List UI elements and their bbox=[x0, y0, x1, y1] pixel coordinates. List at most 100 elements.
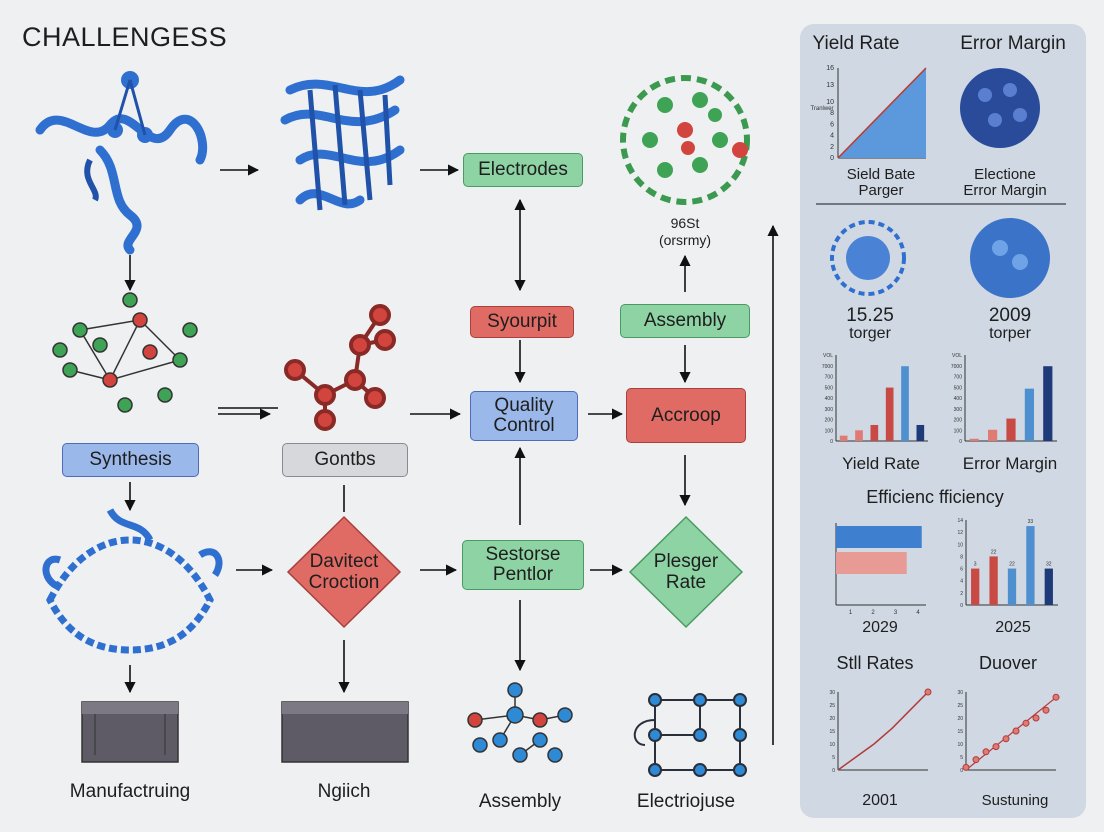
growth-bar-tick: 0 bbox=[960, 603, 963, 609]
yield-bar-tick: 300 bbox=[825, 407, 834, 413]
error-bar-tick: 300 bbox=[954, 407, 963, 413]
synthesis-node[interactable]: Synthesis bbox=[62, 443, 199, 477]
polymer-chain-icon bbox=[42, 508, 223, 654]
error-bar-bar bbox=[988, 429, 998, 441]
error-bar-bar bbox=[1043, 366, 1053, 441]
efficiency-hbar-tick: 1 bbox=[849, 610, 853, 616]
yield-bar-bar bbox=[839, 435, 848, 441]
error-bar-bar bbox=[1006, 418, 1016, 441]
efficiency-label: Efficienc fficiency bbox=[866, 487, 1004, 507]
error-bar-tick: 7000 bbox=[951, 364, 962, 370]
duover-scatter-point bbox=[982, 748, 990, 756]
growth-bar-data-label: 33 bbox=[1028, 519, 1034, 525]
molecule-cluster-icon bbox=[52, 292, 198, 413]
stil-rates-line-tick: 30 bbox=[829, 690, 835, 696]
year-2025-label: 2025 bbox=[995, 619, 1031, 636]
yield-area-tick: 6 bbox=[830, 121, 834, 128]
growth-bar-tick: 10 bbox=[957, 542, 963, 548]
yield-bar-tick: 700 bbox=[825, 375, 834, 381]
davitect-label[interactable]: Davitect Croction bbox=[308, 551, 380, 593]
molecule-label-primary: 96St bbox=[670, 215, 700, 231]
torper-cluster-icon bbox=[970, 218, 1050, 298]
growth-bar-data-label: 3 bbox=[974, 562, 977, 568]
electrodes-node[interactable]: Electrodes bbox=[463, 153, 583, 187]
duover-scatter-tick: 15 bbox=[957, 729, 963, 735]
error-bar-tick: VOL bbox=[952, 353, 962, 359]
error-bar-tick: 0 bbox=[959, 439, 962, 445]
duover-scatter-trend bbox=[965, 696, 1057, 771]
syourpit-node[interactable]: Syourpit bbox=[470, 306, 574, 338]
duover-scatter-tick: 5 bbox=[960, 755, 963, 761]
ngiich-label: Ngiich bbox=[317, 781, 371, 802]
yield-area-tick: 2 bbox=[830, 144, 834, 151]
yield-bar-tick: 7000 bbox=[822, 364, 833, 370]
gontbs-node[interactable]: Gontbs bbox=[282, 443, 408, 477]
yield-bar-bar bbox=[885, 387, 894, 441]
growth-bar-bar bbox=[1007, 568, 1017, 605]
yield-area-tick: 16 bbox=[826, 65, 834, 72]
error-margin-sub-label: Error Margin bbox=[963, 182, 1047, 199]
assembly-molecule-icon bbox=[467, 682, 573, 763]
yield-bar-bar bbox=[870, 424, 879, 441]
yield-bar-tick: 500 bbox=[825, 385, 834, 391]
electriojuse-label: Electriojuse bbox=[636, 791, 736, 812]
yield-rate-bottom-label: Yield Rate bbox=[842, 454, 920, 473]
red-molecule-icon bbox=[284, 304, 396, 431]
growth-bar-tick: 6 bbox=[960, 567, 963, 573]
yield-bar-tick: 100 bbox=[825, 428, 834, 434]
yield-bar-bar bbox=[916, 424, 925, 441]
error-bar-tick: 100 bbox=[954, 428, 963, 434]
duover-scatter-point bbox=[1022, 719, 1030, 727]
value-2009: 2009 bbox=[988, 305, 1032, 326]
yield-bar-tick: VOL bbox=[823, 353, 833, 359]
stil-rates-line-tick: 15 bbox=[829, 729, 835, 735]
growth-bar-tick: 4 bbox=[960, 579, 963, 585]
error-bar-bar bbox=[969, 438, 979, 441]
accroop-node[interactable]: Accroop bbox=[626, 388, 746, 443]
yield-area-line bbox=[837, 67, 927, 159]
value-1525: 15.25 bbox=[846, 305, 894, 326]
growth-bar-bar bbox=[971, 568, 980, 605]
manufacturing-label: Manufactruing bbox=[69, 781, 191, 802]
error-margin-cluster-icon bbox=[960, 68, 1040, 148]
assembly-node[interactable]: Assembly bbox=[620, 304, 750, 338]
duover-label: Duover bbox=[978, 653, 1038, 673]
duover-scatter-point bbox=[972, 756, 980, 764]
year-2029-label: 2029 bbox=[862, 619, 898, 636]
yield-area-tick: 0 bbox=[830, 155, 834, 162]
efficiency-hbar-bar bbox=[836, 552, 907, 574]
duover-scatter-point bbox=[1032, 714, 1040, 722]
manufacturing-machine-icon bbox=[81, 701, 179, 763]
efficiency-hbar-tick: 4 bbox=[916, 610, 920, 616]
yield-area-tick: 13 bbox=[826, 82, 834, 89]
error-bar-tick: 500 bbox=[954, 385, 963, 391]
davitect-diamond bbox=[286, 515, 402, 629]
connector-arrows bbox=[124, 164, 779, 745]
error-bar-tick: 200 bbox=[954, 418, 963, 424]
yield-bar-tick: 200 bbox=[825, 418, 834, 424]
growth-bar-tick: 14 bbox=[957, 518, 963, 524]
growth-bar-bar bbox=[1026, 526, 1035, 605]
sield-bate-label: Sield Bate bbox=[846, 166, 916, 183]
duover-scatter-tick: 30 bbox=[957, 690, 963, 696]
error-bar-bar bbox=[1024, 388, 1034, 441]
stil-rates-label: Stll Rates bbox=[836, 653, 914, 673]
torger-cluster-icon bbox=[830, 220, 906, 296]
duover-scatter-point bbox=[1012, 727, 1020, 735]
stil-rates-line-tick: 10 bbox=[829, 742, 835, 748]
duover-scatter-tick: 10 bbox=[957, 742, 963, 748]
page-title: CHALLENGESS bbox=[22, 22, 228, 52]
duover-scatter-point bbox=[962, 763, 970, 771]
yield-bar-bar bbox=[901, 366, 909, 441]
sestorse-node[interactable]: Sestorse Pentlor bbox=[462, 540, 584, 590]
quality-control-node[interactable]: Quality Control bbox=[470, 391, 578, 441]
duover-scatter-tick: 25 bbox=[957, 703, 963, 709]
growth-bar-tick: 12 bbox=[957, 530, 963, 536]
plesger-label[interactable]: Plesger Rate bbox=[653, 551, 719, 593]
parger-label: Parger bbox=[858, 182, 904, 199]
yield-rate-title: Yield Rate bbox=[812, 33, 900, 54]
yield-area-ylabel: Tranlwer bbox=[810, 106, 833, 112]
